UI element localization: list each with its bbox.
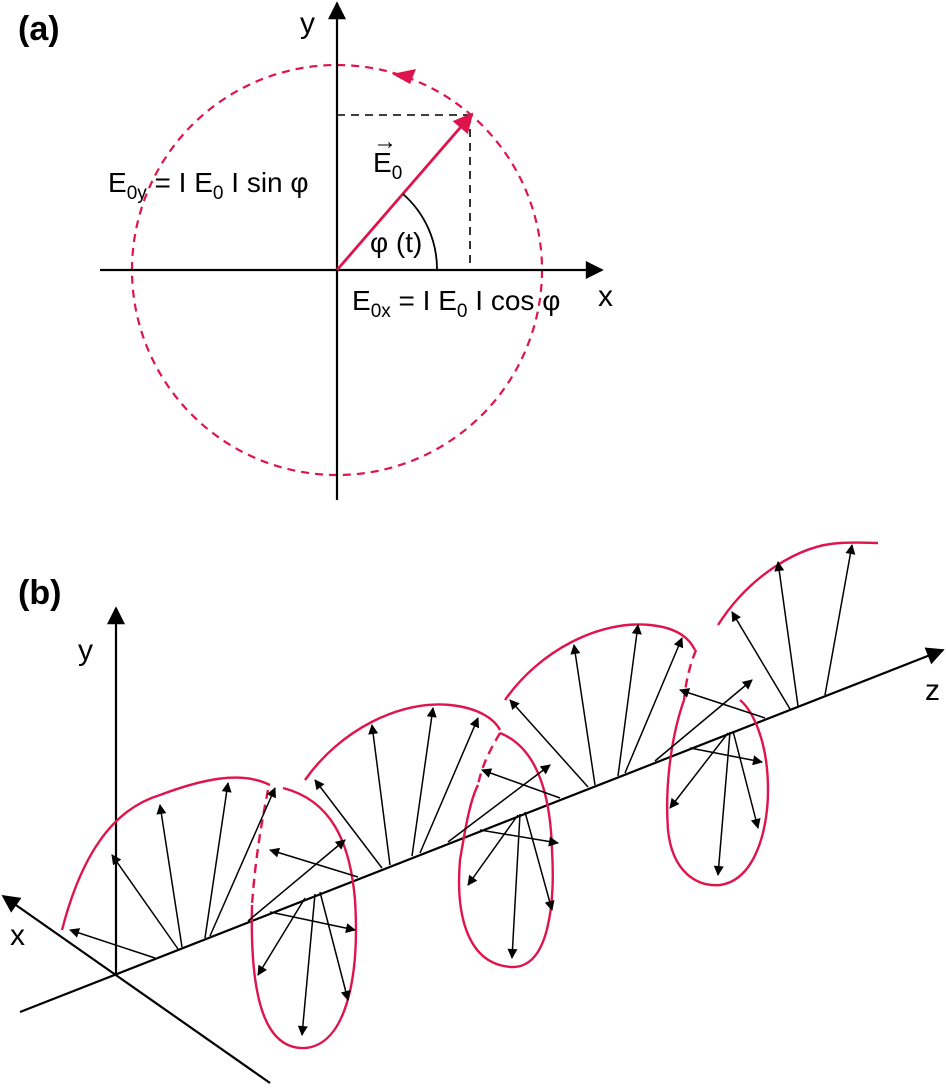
- field-vector: [713, 731, 731, 876]
- field-vector: [447, 764, 551, 843]
- panel-b-x-label: x: [10, 919, 25, 952]
- field-vector: [624, 637, 684, 774]
- field-vector: [297, 893, 316, 1036]
- field-vector: [368, 724, 391, 866]
- panel-b-label: (b): [18, 574, 61, 612]
- field-vector: [524, 811, 555, 911]
- field-vector: [314, 779, 383, 869]
- field-vector: [481, 768, 561, 799]
- helix-back-1: [60, 776, 271, 931]
- field-vector: [774, 561, 799, 707]
- angle-arc: [402, 193, 438, 271]
- panel-a: (a) x y → E0 φ (t) E0y = I E0 I sin φ E0…: [18, 1, 613, 500]
- eq-e0y: E0y = I E0 I sin φ: [108, 167, 309, 204]
- panel-b-z-label: z: [925, 674, 940, 707]
- field-vector: [731, 611, 791, 710]
- panel-a-y-label: y: [300, 7, 315, 40]
- field-vector: [732, 730, 761, 829]
- field-vector: [669, 732, 729, 809]
- helix-back-2: [304, 703, 502, 781]
- helix-hidden-2: [476, 732, 502, 786]
- panel-b-y-label: y: [78, 634, 93, 667]
- field-vector: [411, 707, 437, 857]
- helix-front-1: [250, 786, 358, 1050]
- field-vector: [204, 782, 232, 939]
- field-vector: [617, 624, 642, 777]
- helix-back-4: [716, 541, 879, 626]
- field-vector: [570, 644, 596, 786]
- field-vector: [69, 928, 156, 959]
- field-vector: [111, 854, 179, 950]
- field-vector: [824, 544, 856, 696]
- field-vector: [467, 814, 519, 886]
- field-vector: [257, 897, 306, 976]
- field-vector: [209, 787, 276, 937]
- helix-hidden-1: [250, 789, 270, 906]
- panel-a-x-label: x: [598, 280, 613, 313]
- field-vector: [689, 747, 763, 766]
- e0-vector: [335, 112, 474, 271]
- field-vector: [509, 699, 589, 788]
- helix-front-2: [457, 731, 554, 969]
- panel-b-x-axis: [1, 894, 271, 1084]
- field-vector: [156, 804, 183, 948]
- field-vector: [654, 679, 753, 762]
- panel-b: (b) y x z: [1, 541, 945, 1084]
- rotation-arrow-icon: [392, 69, 416, 84]
- field-vector: [507, 813, 521, 959]
- field-vector: [679, 688, 766, 719]
- field-vector: [419, 717, 480, 854]
- panel-a-label: (a): [18, 10, 60, 48]
- helix-front-3: [665, 699, 770, 887]
- helix-back-3: [504, 623, 697, 701]
- field-vectors: [69, 544, 856, 1036]
- e0-vector-label: E0: [373, 147, 402, 184]
- field-vector: [247, 839, 346, 922]
- field-vector: [269, 847, 359, 878]
- angle-label: φ (t): [370, 227, 422, 258]
- eq-e0x: E0x = I E0 I cos φ: [352, 285, 560, 322]
- e0-vector-arrow: →: [373, 128, 397, 155]
- field-vector: [319, 891, 351, 1001]
